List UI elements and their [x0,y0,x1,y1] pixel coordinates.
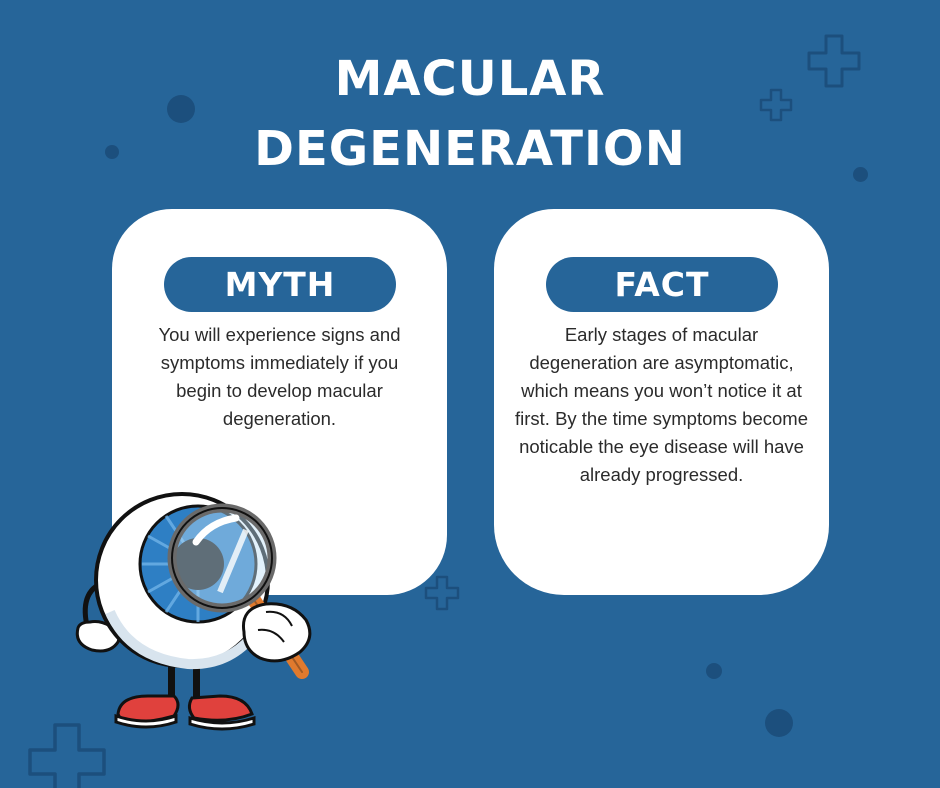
shoe-left [114,694,180,729]
dot-decoration [105,145,119,159]
plus-outline-icon [424,575,460,611]
fact-label: FACT [546,257,778,312]
dot-decoration [765,709,793,737]
plus-outline-icon [759,88,793,122]
dot-decoration [853,167,868,182]
plus-outline-icon [28,723,106,788]
title-line-1: MACULAR [334,51,606,107]
shoe-right [187,694,256,731]
dot-decoration [167,95,195,123]
dot-decoration [706,663,722,679]
title-line-2: DEGENERATION [254,121,686,177]
glove-right [241,602,312,663]
myth-text: You will experience signs and symptoms i… [158,324,401,429]
page-title: MACULAR DEGENERATION [0,44,940,184]
plus-outline-icon [807,34,861,88]
fact-card: FACT Early stages of macular degeneratio… [494,209,829,595]
eyeball-mascot-icon [75,492,312,731]
fact-text: Early stages of macular degeneration are… [514,324,808,485]
myth-card: MYTH You will experience signs and sympt… [112,209,447,595]
myth-label: MYTH [164,257,396,312]
